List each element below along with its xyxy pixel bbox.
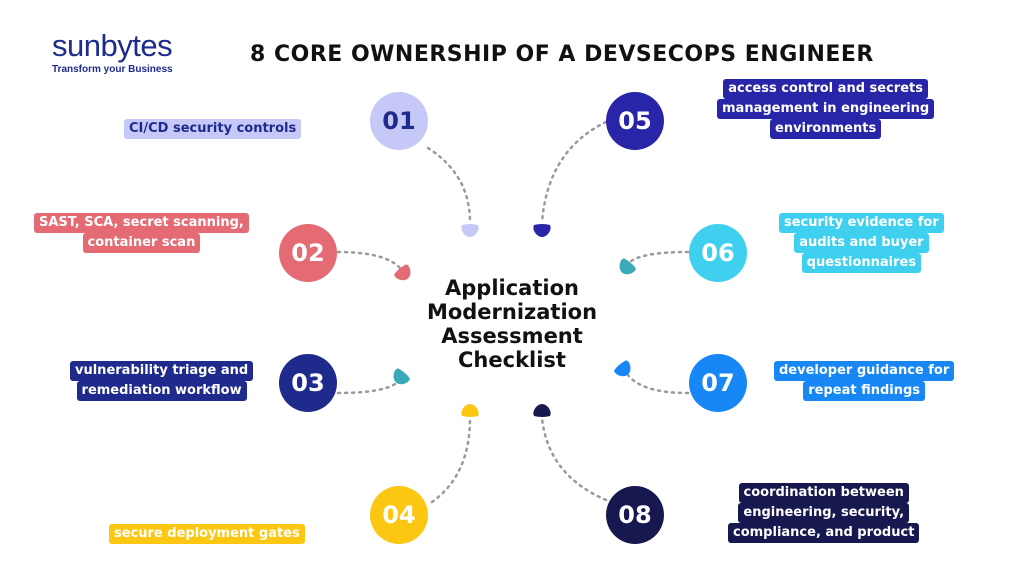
arrowhead-icon xyxy=(394,264,411,281)
step-line: environments xyxy=(770,119,882,139)
step-05-label: access control and secrets management in… xyxy=(711,79,940,139)
center-line: Modernization xyxy=(426,300,598,324)
step-line: security evidence for xyxy=(779,213,944,233)
step-08-circle: 08 xyxy=(606,486,664,544)
step-number: 05 xyxy=(618,107,652,135)
step-number: 01 xyxy=(382,107,416,135)
center-line: Checklist xyxy=(458,348,566,372)
arrowhead-icon xyxy=(619,258,636,275)
center-line: Assessment xyxy=(441,324,583,348)
arrowhead-icon xyxy=(533,224,551,237)
brand-logo: sunbytes Transform your Business xyxy=(52,30,173,75)
connector-02 xyxy=(336,250,402,270)
arrowhead-icon xyxy=(614,360,631,377)
step-line: vulnerability triage and xyxy=(70,361,254,381)
step-number: 06 xyxy=(701,239,735,267)
step-line: compliance, and product xyxy=(728,523,920,543)
arrowhead-icon xyxy=(393,368,410,385)
step-06-circle: 06 xyxy=(689,224,747,282)
step-number: 04 xyxy=(382,501,416,529)
step-06-label: security evidence for audits and buyer q… xyxy=(773,213,950,273)
step-line: remediation workflow xyxy=(76,381,247,401)
brand-tagline: Transform your Business xyxy=(52,64,173,75)
step-line: repeat findings xyxy=(803,381,926,401)
step-01-label: CI/CD security controls xyxy=(118,119,307,139)
step-07-circle: 07 xyxy=(689,354,747,412)
step-05-circle: 05 xyxy=(606,92,664,150)
step-02-circle: 02 xyxy=(279,224,337,282)
step-04-label: secure deployment gates xyxy=(103,524,311,544)
connector-06 xyxy=(628,250,690,264)
step-number: 08 xyxy=(618,501,652,529)
connector-08 xyxy=(540,416,608,502)
connector-01 xyxy=(426,146,472,224)
step-line: audits and buyer xyxy=(794,233,929,253)
step-line: engineering, security, xyxy=(738,503,910,523)
step-line: management in engineering xyxy=(717,99,935,119)
arrowhead-icon xyxy=(533,404,551,417)
step-03-label: vulnerability triage and remediation wor… xyxy=(64,361,259,401)
arrowhead-icon xyxy=(461,224,479,237)
connector-03 xyxy=(336,380,400,395)
step-line: CI/CD security controls xyxy=(124,119,302,139)
arrowhead-icon xyxy=(461,404,479,417)
center-heading: Application Modernization Assessment Che… xyxy=(412,276,612,372)
brand-name: sunbytes xyxy=(52,28,173,63)
connector-07 xyxy=(626,373,690,395)
step-number: 02 xyxy=(291,239,325,267)
step-line: container scan xyxy=(82,233,201,253)
step-03-circle: 03 xyxy=(279,354,337,412)
step-line: secure deployment gates xyxy=(109,524,305,544)
step-line: coordination between xyxy=(738,483,909,503)
page-title: 8 CORE OWNERSHIP OF A DEVSECOPS ENGINEER xyxy=(250,42,874,67)
step-line: SAST, SCA, secret scanning, xyxy=(34,213,249,233)
step-01-circle: 01 xyxy=(370,92,428,150)
step-08-label: coordination between engineering, securi… xyxy=(722,483,925,543)
step-number: 07 xyxy=(701,369,735,397)
connector-04 xyxy=(430,416,472,504)
step-07-label: developer guidance for repeat findings xyxy=(768,361,960,401)
step-02-label: SAST, SCA, secret scanning, container sc… xyxy=(28,213,255,253)
center-line: Application xyxy=(445,276,579,300)
step-line: developer guidance for xyxy=(774,361,955,381)
step-04-circle: 04 xyxy=(370,486,428,544)
step-line: questionnaires xyxy=(801,253,922,273)
step-number: 03 xyxy=(291,369,325,397)
step-line: access control and secrets xyxy=(723,79,928,99)
connector-05 xyxy=(540,120,608,224)
